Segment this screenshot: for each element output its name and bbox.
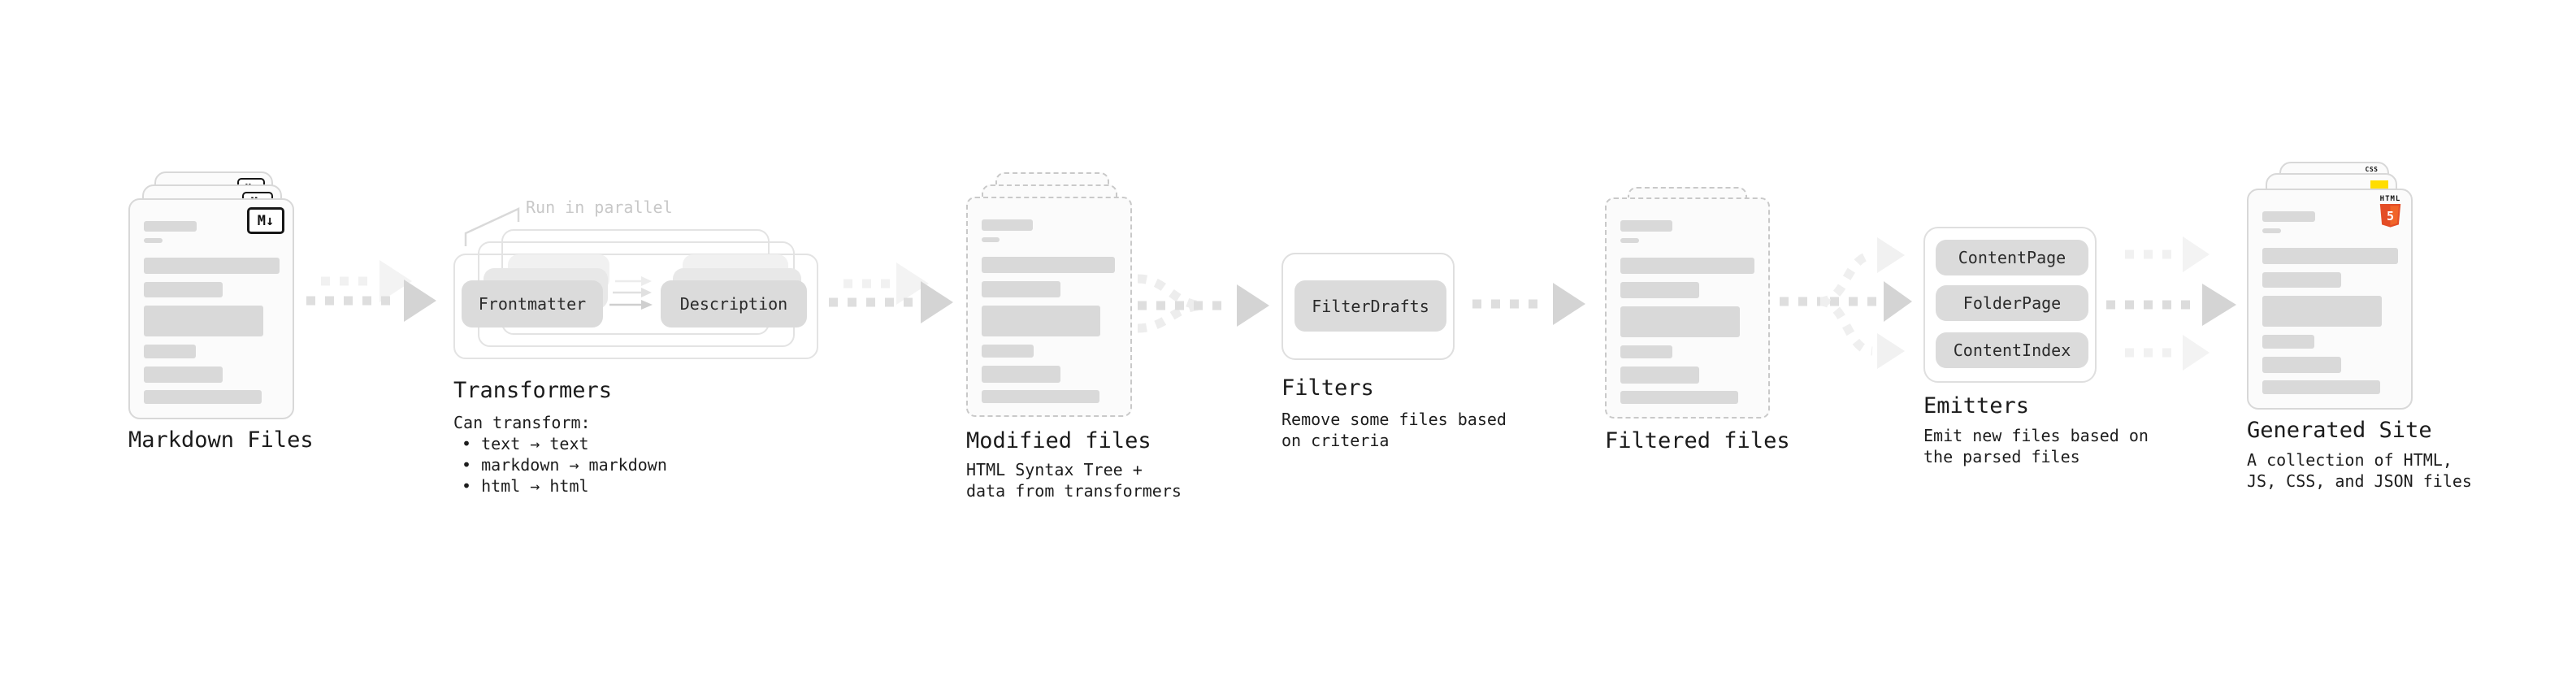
frontmatter-node: Frontmatter <box>462 280 603 327</box>
arrow-filters-to-filtered <box>1472 283 1585 325</box>
doc-text-bar <box>2262 248 2398 264</box>
run-in-parallel-note: Run in parallel <box>526 197 673 217</box>
doc-text-bar <box>982 390 1099 403</box>
emitters-description-line: the parsed files <box>1923 447 2080 466</box>
doc-text-bar <box>982 345 1034 358</box>
arrow-filtered-to-emitters-fanout <box>1780 237 1912 369</box>
stage-filtered-files <box>1605 187 1770 419</box>
filters-box: FilterDrafts <box>1281 253 1455 360</box>
arrow-modified-to-filters-merge <box>1137 274 1269 333</box>
filters-description: Remove some files based on criteria <box>1281 409 1507 451</box>
doc-text-bar <box>1620 258 1754 274</box>
doc-text-bar <box>144 221 197 232</box>
html5-badge-icon: HTML 5 <box>2379 195 2401 232</box>
doc-text-bar <box>2262 211 2315 222</box>
transformers-bullet: • markdown → markdown <box>462 455 667 475</box>
transformers-bullet: • text → text <box>462 434 589 453</box>
doc-text-bar <box>1620 238 1639 243</box>
run-in-parallel-leader-line <box>464 207 520 246</box>
doc-text-bar <box>2262 296 2382 327</box>
contentindex-node: ContentIndex <box>1936 332 2088 368</box>
html5-shield-icon: 5 <box>2379 204 2401 228</box>
markdown-card-front: M↓ <box>128 198 294 419</box>
filterdrafts-node: FilterDrafts <box>1295 280 1446 332</box>
doc-text-bar <box>144 306 263 336</box>
generated-site-description-line: JS, CSS, and JSON files <box>2247 471 2472 491</box>
filtered-files-title: Filtered files <box>1605 428 1790 453</box>
arrow-markdown-to-transformers <box>306 260 436 322</box>
doc-text-bar <box>2262 380 2380 394</box>
doc-text-bar <box>1620 282 1699 298</box>
doc-text-bar <box>144 390 262 404</box>
doc-text-bar <box>982 219 1033 231</box>
doc-text-bar <box>144 258 280 274</box>
transformer-box-front <box>453 254 818 359</box>
doc-text-bar <box>1620 306 1740 337</box>
js-badge-icon <box>2370 180 2388 190</box>
doc-text-bar <box>144 282 223 297</box>
contentpage-node: ContentPage <box>1936 240 2088 275</box>
description-node: Description <box>661 280 807 327</box>
arrow-emitters-to-generated <box>2106 236 2236 371</box>
modified-card-front <box>966 197 1132 417</box>
doc-text-bar <box>144 345 196 358</box>
doc-text-bar <box>2262 357 2341 373</box>
stage-transformers: Frontmatter Description <box>453 229 818 359</box>
html5-number: 5 <box>2387 209 2394 223</box>
stage-generated-site: CSS HTML 5 <box>2247 162 2413 410</box>
modified-files-description: HTML Syntax Tree + data from transformer… <box>966 459 1182 501</box>
doc-text-bar <box>1620 391 1738 404</box>
filters-description-line: Remove some files based <box>1281 410 1507 429</box>
doc-text-bars <box>982 219 1115 403</box>
transformers-bullet: • html → html <box>462 476 589 496</box>
doc-text-bars <box>1620 220 1754 404</box>
doc-text-bar <box>1620 345 1672 358</box>
transformers-description: Can transform: • text → text • markdown … <box>453 412 667 497</box>
site-card-front-html: HTML 5 <box>2247 189 2413 410</box>
transformers-title: Transformers <box>453 378 613 403</box>
stage-markdown-files: M↓ M↓ M↓ <box>128 171 294 419</box>
doc-text-bars <box>144 221 280 404</box>
generated-site-description: A collection of HTML, JS, CSS, and JSON … <box>2247 449 2472 492</box>
arrow-transformers-to-modified <box>829 262 953 323</box>
doc-text-bar <box>982 281 1060 297</box>
emitters-box: ContentPage FolderPage ContentIndex <box>1923 227 2097 383</box>
doc-text-bar <box>1620 220 1672 232</box>
modified-files-description-line: HTML Syntax Tree + <box>966 460 1143 479</box>
doc-text-bar <box>982 306 1100 336</box>
doc-text-bars <box>2262 211 2398 394</box>
doc-text-bar <box>982 366 1060 383</box>
modified-files-title: Modified files <box>966 428 1151 453</box>
doc-text-bar <box>2262 335 2314 349</box>
generated-site-description-line: A collection of HTML, <box>2247 450 2452 470</box>
filters-title: Filters <box>1281 375 1374 401</box>
markdown-files-title: Markdown Files <box>128 427 314 453</box>
generated-site-title: Generated Site <box>2247 418 2432 443</box>
doc-text-bar <box>982 237 1000 242</box>
doc-text-bar <box>144 238 163 243</box>
filtered-card-front <box>1605 197 1770 419</box>
doc-text-bar <box>1620 367 1699 384</box>
emitters-description-line: Emit new files based on <box>1923 426 2149 445</box>
doc-text-bar <box>982 257 1115 273</box>
modified-files-description-line: data from transformers <box>966 481 1182 501</box>
stage-modified-files <box>966 172 1132 417</box>
transformer-parallel-arrows <box>609 276 653 310</box>
emitters-description: Emit new files based on the parsed files <box>1923 425 2149 467</box>
folderpage-node: FolderPage <box>1936 285 2088 321</box>
doc-text-bar <box>2262 228 2281 233</box>
markdown-badge-icon: M↓ <box>247 207 284 234</box>
filters-description-line: on criteria <box>1281 431 1390 450</box>
doc-text-bar <box>144 367 223 383</box>
transformers-description-line: Can transform: <box>453 413 591 432</box>
doc-text-bar <box>2262 272 2341 288</box>
emitters-title: Emitters <box>1923 393 2030 419</box>
